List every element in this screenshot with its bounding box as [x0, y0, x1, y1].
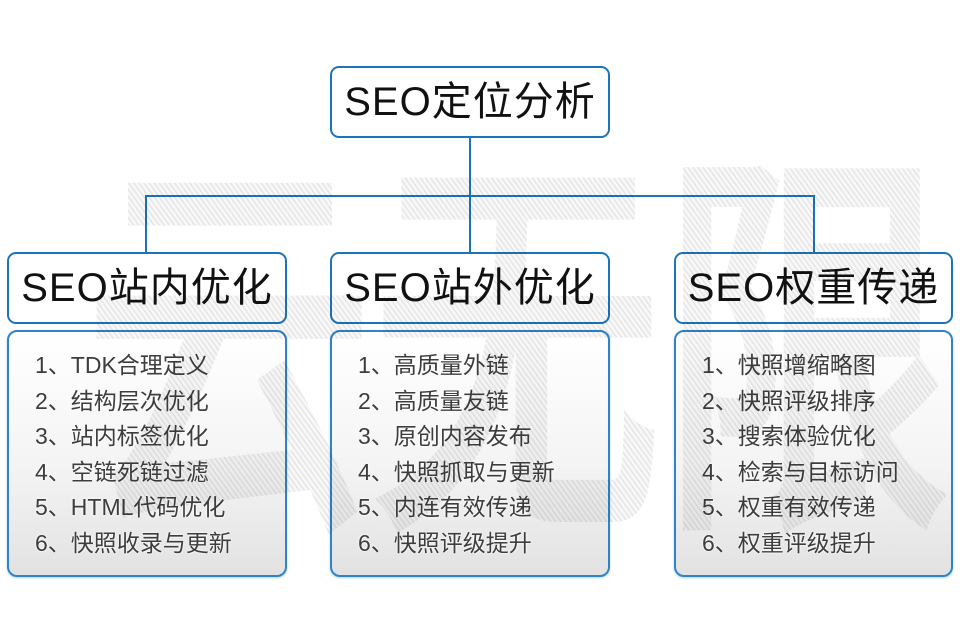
branch-header-offsite: SEO站外优化 — [330, 252, 610, 324]
list-item: 4、空链死链过滤 — [35, 458, 209, 485]
list-item: 3、搜索体验优化 — [702, 423, 876, 450]
root-node-seo-positioning: SEO定位分析 — [330, 66, 610, 138]
branch-list-weight: 1、快照增缩略图 2、快照评级排序 3、搜索体验优化 4、检索与目标访问 5、权… — [674, 330, 953, 577]
list-item: 6、快照评级提升 — [358, 529, 532, 556]
list-item: 2、结构层次优化 — [35, 387, 209, 414]
list-item: 5、内连有效传递 — [358, 494, 532, 521]
list-item: 3、站内标签优化 — [35, 423, 209, 450]
list-item: 4、快照抓取与更新 — [358, 458, 555, 485]
list-item: 6、权重评级提升 — [702, 529, 876, 556]
list-item: 5、权重有效传递 — [702, 494, 876, 521]
list-item: 1、TDK合理定义 — [35, 352, 209, 378]
branch-header-weight: SEO权重传递 — [674, 252, 953, 324]
list-item: 2、快照评级排序 — [702, 387, 876, 414]
list-item: 4、检索与目标访问 — [702, 458, 899, 485]
branch-list-offsite: 1、高质量外链 2、高质量友链 3、原创内容发布 4、快照抓取与更新 5、内连有… — [330, 330, 610, 577]
list-item: 5、HTML代码优化 — [35, 494, 226, 521]
list-item: 1、高质量外链 — [358, 352, 509, 378]
list-item: 3、原创内容发布 — [358, 423, 532, 450]
list-item: 2、高质量友链 — [358, 387, 509, 414]
list-item: 6、快照收录与更新 — [35, 529, 232, 556]
list-item: 1、快照增缩略图 — [702, 352, 876, 378]
branch-list-onsite: 1、TDK合理定义 2、结构层次优化 3、站内标签优化 4、空链死链过滤 5、H… — [7, 330, 287, 577]
branch-header-onsite: SEO站内优化 — [7, 252, 287, 324]
